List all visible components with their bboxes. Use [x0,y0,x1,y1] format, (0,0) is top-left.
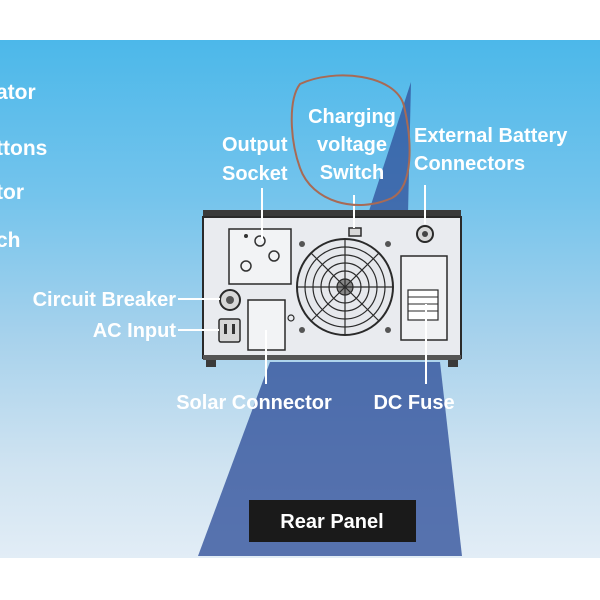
label-socket: Socket [222,163,288,185]
charging-voltage-switch [348,227,362,237]
output-socket [228,228,292,285]
ac-input-socket [218,318,241,343]
cooling-fan [296,238,394,336]
rear-panel-badge [249,500,416,542]
dc-fuse-block [400,255,448,341]
label-dc-fuse: DC Fuse [373,392,454,414]
circuit-breaker [219,289,241,311]
cropped-label-3: tor [0,181,24,204]
leader-lines [178,185,427,384]
label-solar-connector: Solar Connector [176,392,332,414]
cropped-label-2: ttons [0,137,47,160]
cropped-label-4: ch [0,229,21,252]
label-circuit-breaker: Circuit Breaker [33,289,177,311]
rear-panel-title: Rear Panel [280,511,383,533]
label-ac-input: AC Input [93,320,177,342]
label-external-battery: External Battery [414,125,568,147]
label-voltage: voltage [317,134,387,156]
light-beam-upper [368,82,411,214]
label-charging: Charging [308,106,396,128]
label-connectors: Connectors [414,153,525,175]
cropped-label-1: ator [0,81,36,104]
highlight-ring [290,74,411,206]
label-switch: Switch [320,162,384,184]
label-output: Output [222,134,288,156]
